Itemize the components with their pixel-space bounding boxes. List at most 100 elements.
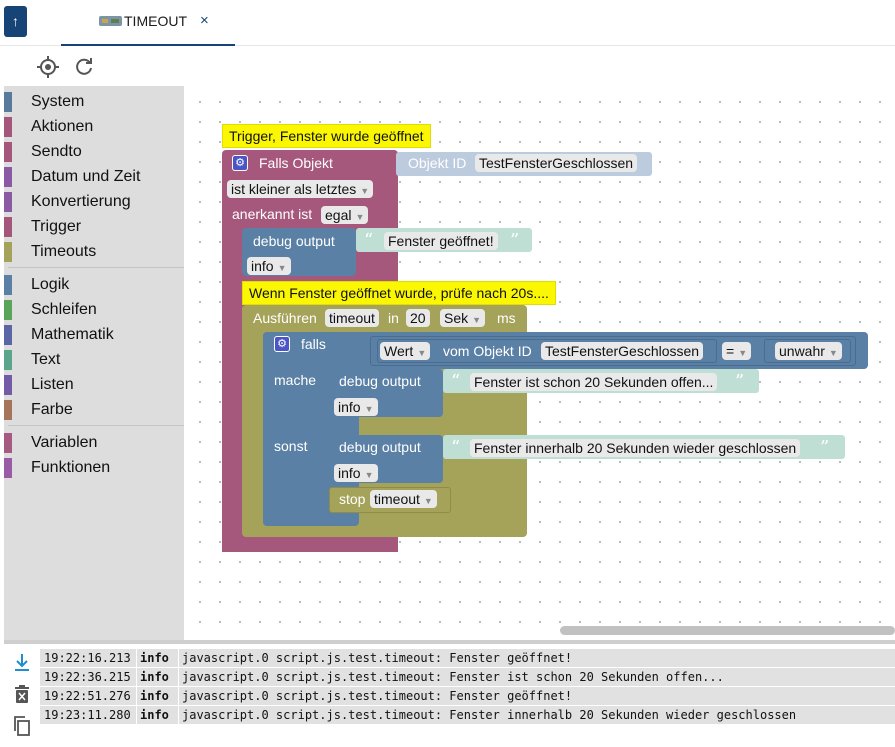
log-level: info [140, 708, 169, 722]
category-color-swatch [4, 217, 12, 237]
string-field[interactable]: Fenster ist schon 20 Sekunden offen... [470, 373, 718, 391]
category-color-swatch [4, 458, 12, 478]
object-id-field[interactable]: TestFensterGeschlossen [541, 342, 704, 360]
copy-icon[interactable] [13, 716, 31, 736]
quote-open-icon: “ [451, 371, 461, 392]
timeout-value-field[interactable]: 20 [406, 309, 430, 327]
quote-close-icon: ” [510, 230, 520, 251]
blockly-workspace[interactable]: Objekt ID TestFensterGeschlossen ⚙ Falls… [184, 86, 895, 640]
log-level: info [140, 651, 169, 665]
gear-icon[interactable]: ⚙ [274, 336, 290, 352]
category-farbe[interactable]: Farbe [4, 397, 184, 422]
category-label: Aktionen [31, 118, 94, 135]
tab-bar: ↑ TIMEOUT × [0, 0, 895, 46]
category-label: Konvertierung [31, 193, 131, 210]
category-variablen[interactable]: Variablen [4, 430, 184, 455]
log-column-divider [178, 649, 179, 667]
category-timeouts[interactable]: Timeouts [4, 239, 184, 264]
timeout-comment[interactable]: Wenn Fenster geöffnet wurde, prüfe nach … [242, 281, 556, 305]
log-column-divider [136, 668, 137, 686]
info-dropdown[interactable]: info▼ [334, 398, 378, 416]
log-time: 19:23:11.280 [44, 708, 131, 722]
category-label: Timeouts [31, 243, 97, 260]
stop-label: stop [339, 491, 366, 507]
category-konvertierung[interactable]: Konvertierung [4, 189, 184, 214]
category-listen[interactable]: Listen [4, 372, 184, 397]
falls-label: falls [301, 336, 326, 352]
anerkannt-dropdown[interactable]: egal▼ [321, 206, 369, 224]
log-column-divider [178, 687, 179, 705]
vom-objekt-id-label: vom Objekt ID [443, 343, 532, 359]
log-message: javascript.0 script.js.test.timeout: Fen… [182, 708, 797, 722]
log-message: javascript.0 script.js.test.timeout: Fen… [182, 651, 573, 665]
boolean-dropdown[interactable]: unwahr▼ [775, 342, 842, 360]
info-dropdown[interactable]: info▼ [247, 257, 291, 275]
script-icon [99, 16, 122, 26]
crosshair-icon[interactable] [36, 55, 60, 79]
category-label: Listen [31, 376, 74, 393]
trigger-comment[interactable]: Trigger, Fenster wurde geöffnet [222, 124, 431, 148]
refresh-icon[interactable] [72, 55, 96, 79]
toolbar [4, 46, 895, 86]
debug-output-label: debug output [253, 233, 335, 249]
log-time: 19:22:16.213 [44, 651, 131, 665]
info-dropdown[interactable]: info▼ [334, 464, 378, 482]
category-funktionen[interactable]: Funktionen [4, 455, 184, 480]
category-color-swatch [4, 300, 12, 320]
category-color-swatch [4, 433, 12, 453]
timeout-unit-dropdown[interactable]: Sek▼ [440, 309, 486, 327]
category-logik[interactable]: Logik [4, 272, 184, 297]
tab-title: TIMEOUT [124, 13, 187, 29]
gear-icon[interactable]: ⚙ [232, 155, 248, 171]
timeout-name-dropdown[interactable]: timeout▼ [370, 490, 437, 508]
string-field[interactable]: Fenster innerhalb 20 Sekunden wieder ges… [470, 439, 801, 457]
log-column-divider [136, 687, 137, 705]
log-level: info [140, 689, 169, 703]
arrow-up-icon[interactable]: ↑ [4, 6, 27, 37]
wert-dropdown[interactable]: Wert▼ [380, 342, 431, 360]
log-time: 19:22:36.215 [44, 670, 131, 684]
category-trigger[interactable]: Trigger [4, 214, 184, 239]
operator-dropdown[interactable]: =▼ [722, 342, 752, 360]
category-color-swatch [4, 142, 12, 162]
category-label: Mathematik [31, 326, 114, 343]
anerkannt-label: anerkannt ist [232, 206, 313, 222]
falls-objekt-label: Falls Objekt [259, 155, 333, 171]
timeout-name-field[interactable]: timeout [325, 309, 379, 327]
category-schleifen[interactable]: Schleifen [4, 297, 184, 322]
mache-label: mache [274, 372, 317, 388]
log-message: javascript.0 script.js.test.timeout: Fen… [182, 670, 724, 684]
in-label: in [388, 310, 399, 326]
condition-dropdown[interactable]: ist kleiner als letztes▼ [227, 180, 374, 198]
category-system[interactable]: System [4, 89, 184, 114]
log-column-divider [136, 706, 137, 724]
object-id-field[interactable]: TestFensterGeschlossen [475, 154, 638, 172]
trash-icon[interactable] [13, 684, 31, 704]
category-datum-und-zeit[interactable]: Datum und Zeit [4, 164, 184, 189]
category-color-swatch [4, 92, 12, 112]
category-divider [8, 267, 184, 268]
ms-label: ms [497, 310, 516, 326]
string-field[interactable]: Fenster geöffnet! [384, 232, 498, 250]
tab-timeout[interactable]: TIMEOUT × [61, 0, 235, 46]
category-color-swatch [4, 167, 12, 187]
object-id-label: Objekt ID [408, 155, 467, 171]
close-icon[interactable]: × [200, 12, 209, 29]
category-aktionen[interactable]: Aktionen [4, 114, 184, 139]
category-color-swatch [4, 242, 12, 262]
category-text[interactable]: Text [4, 347, 184, 372]
debug-output-label: debug output [339, 439, 421, 455]
category-label: Variablen [31, 434, 98, 451]
category-label: Schleifen [31, 301, 97, 318]
debug-output-label: debug output [339, 373, 421, 389]
scroll-to-bottom-icon[interactable] [13, 652, 31, 672]
log-message: javascript.0 script.js.test.timeout: Fen… [182, 689, 573, 703]
trigger-block-footer [222, 542, 398, 552]
category-sendto[interactable]: Sendto [4, 139, 184, 164]
horizontal-scrollbar[interactable] [560, 626, 895, 635]
quote-close-icon: ” [820, 437, 830, 458]
category-label: System [31, 93, 85, 110]
category-mathematik[interactable]: Mathematik [4, 322, 184, 347]
